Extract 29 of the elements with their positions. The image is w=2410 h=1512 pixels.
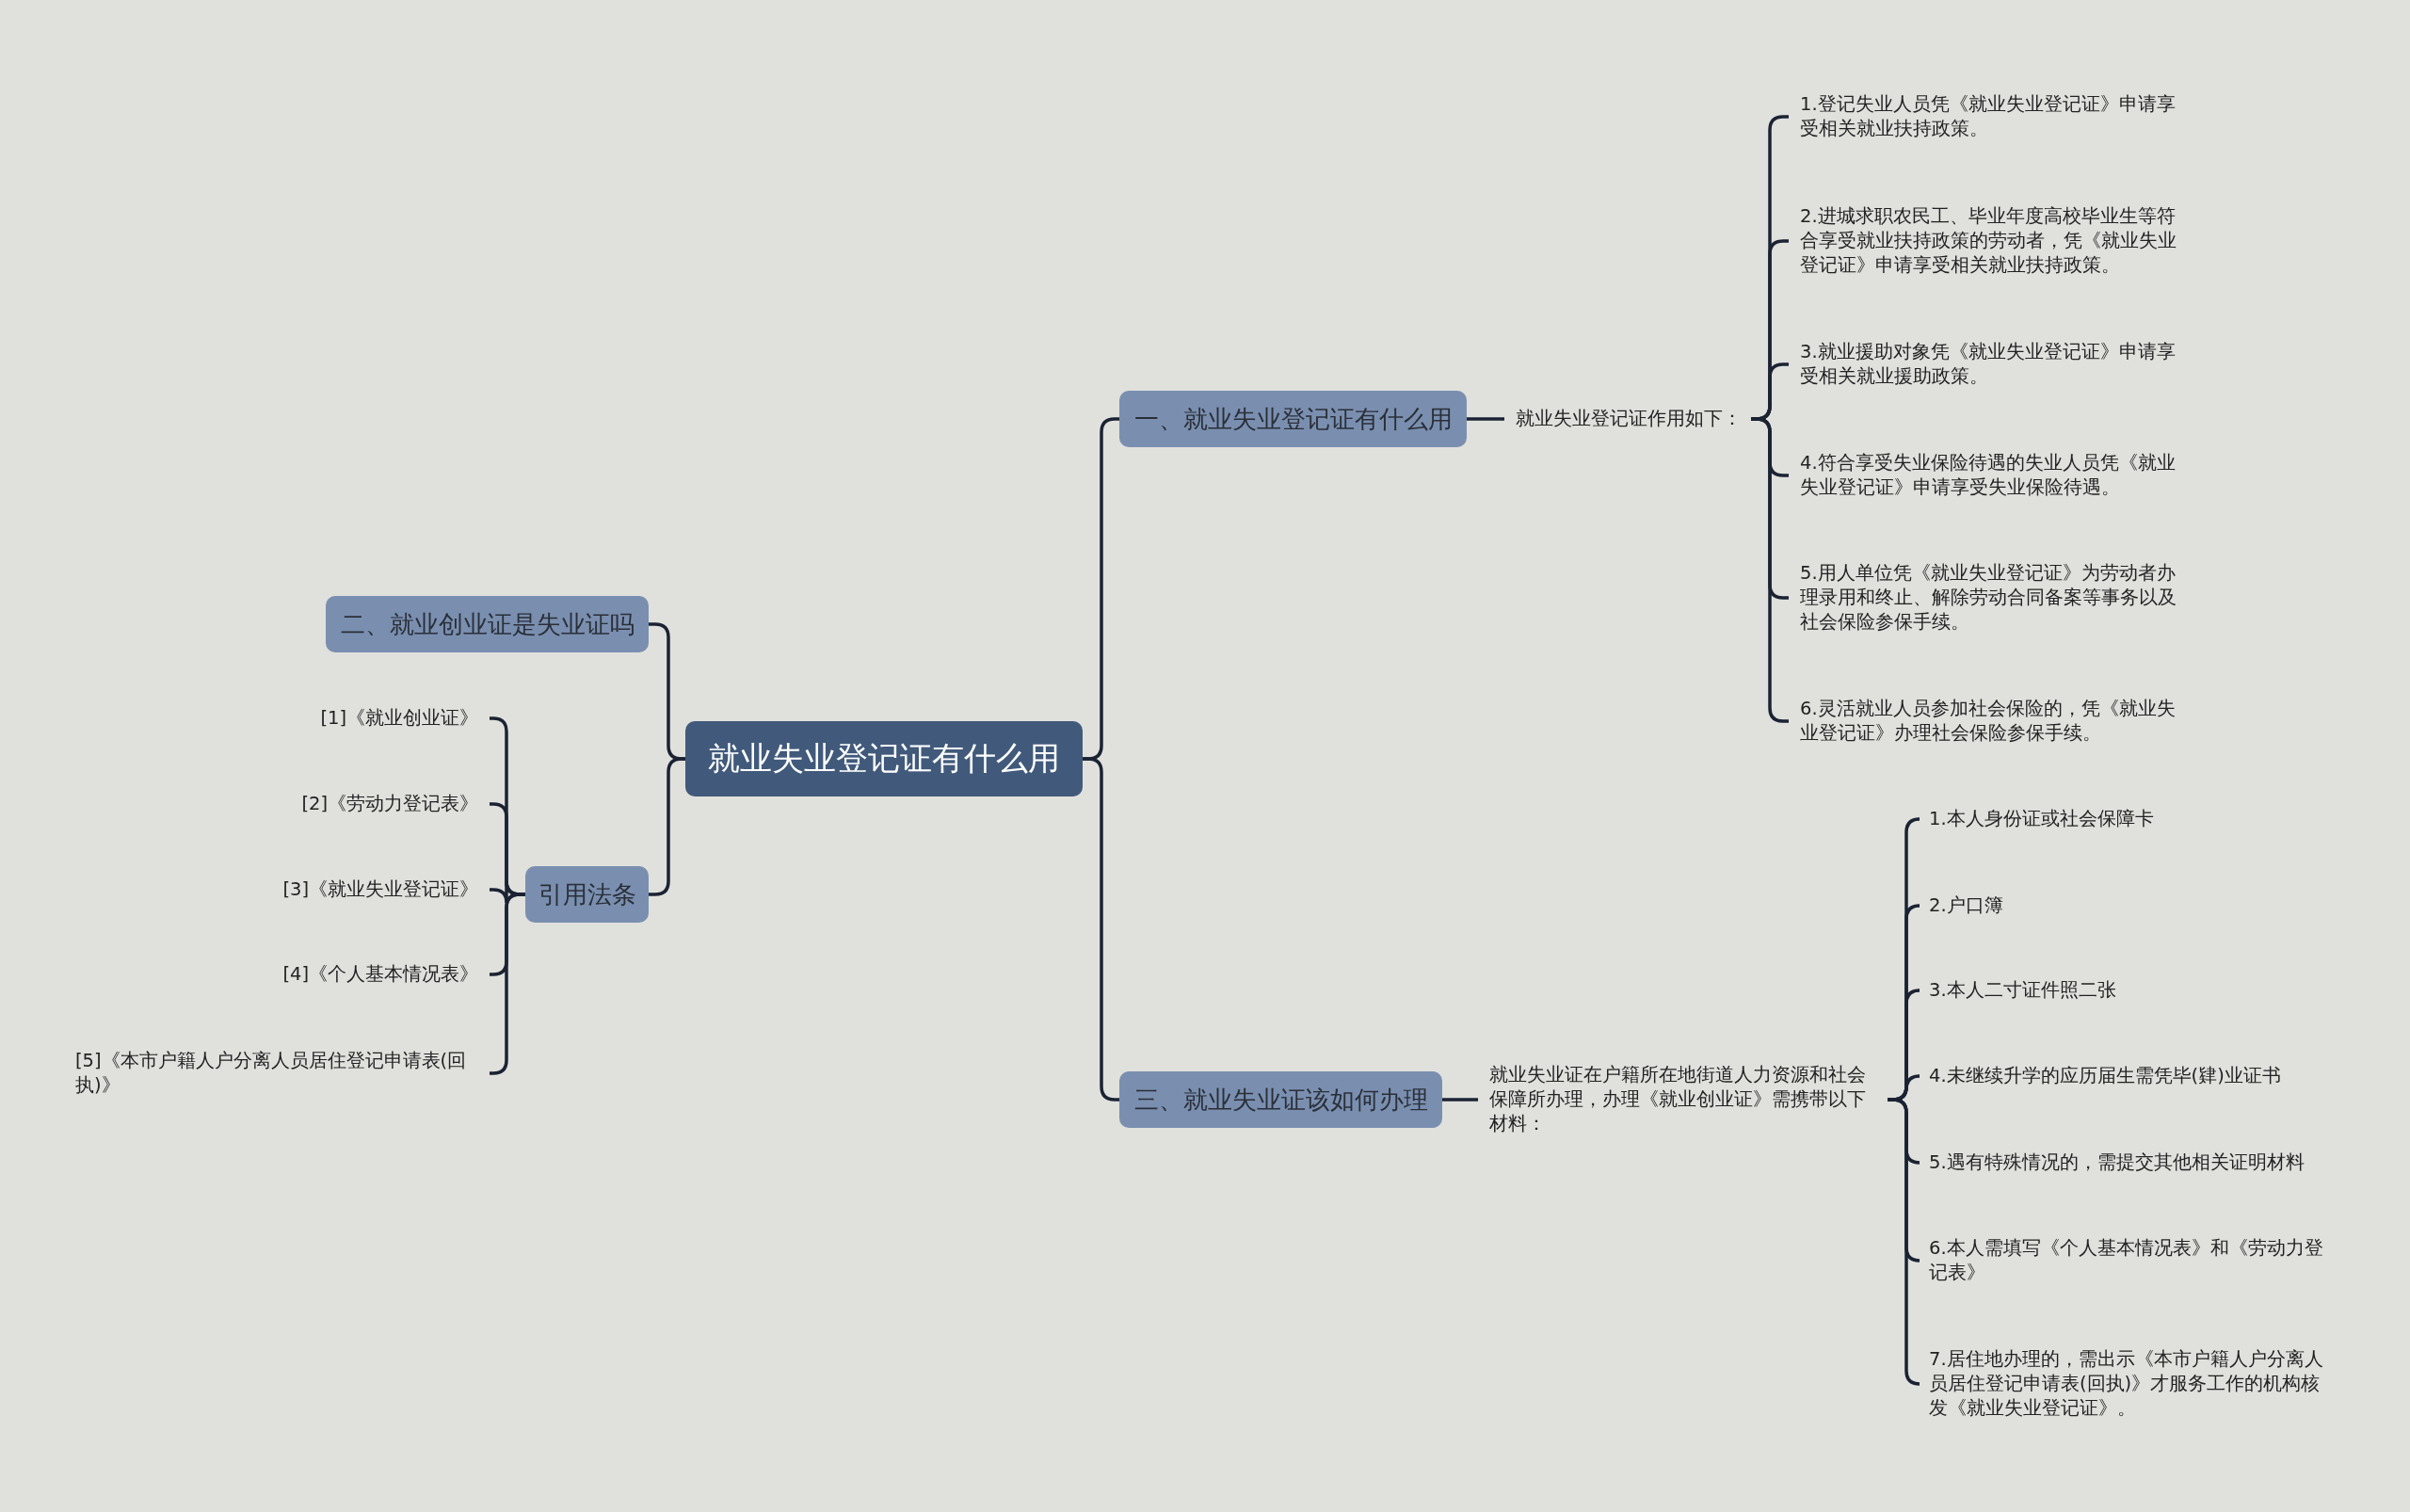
topic-box: 一、就业失业登记证有什么用 <box>1119 391 1467 447</box>
topic-box: 二、就业创业证是失业证吗 <box>326 596 649 652</box>
topic-text: 2.户口簿 <box>1918 893 2013 918</box>
connector <box>1467 417 1504 421</box>
connector <box>1888 1098 1921 1386</box>
topic-text: [3]《就业失业登记证》 <box>282 877 490 902</box>
topic-text: 1.登记失业人员凭《就业失业登记证》申请享受相关就业扶持政策。 <box>1789 92 2203 141</box>
topic-text: [4]《个人基本情况表》 <box>282 962 490 987</box>
topic-text: 1.本人身份证或社会保障卡 <box>1918 807 2163 831</box>
topic-box: 引用法条 <box>525 866 649 923</box>
topic-box: 三、就业失业证该如何办理 <box>1119 1071 1442 1128</box>
topic-text: 就业失业证在户籍所在地街道人力资源和社会保障所办理，办理《就业创业证》需携带以下材料： <box>1478 1063 1888 1136</box>
topic-text: 3.本人二寸证件照二张 <box>1918 978 2126 1003</box>
topic-text: 4.符合享受失业保险待遇的失业人员凭《就业失业登记证》申请享受失业保险待遇。 <box>1789 451 2203 500</box>
topic-text: 6.本人需填写《个人基本情况表》和《劳动力登记表》 <box>1918 1236 2341 1285</box>
topic-text: 6.灵活就业人员参加社会保险的，凭《就业失业登记证》办理社会保险参保手续。 <box>1789 697 2203 746</box>
central-topic-box: 就业失业登记证有什么用 <box>685 721 1083 796</box>
topic-text: 3.就业援助对象凭《就业失业登记证》申请享受相关就业援助政策。 <box>1789 340 2203 389</box>
topic-text: 就业失业登记证作用如下： <box>1504 407 1751 431</box>
topic-text: 4.未继续升学的应历届生需凭毕(肄)业证书 <box>1918 1064 2290 1088</box>
topic-text: 2.进城求职农民工、毕业年度高校毕业生等符合享受就业扶持政策的劳动者，凭《就业失业登记证》申请享受相关就业扶持政策。 <box>1789 204 2203 278</box>
topic-text: [2]《劳动力登记表》 <box>301 792 490 816</box>
topic-text: [1]《就业创业证》 <box>320 706 490 731</box>
topic-text: 5.用人单位凭《就业失业登记证》为劳动者办理录用和终止、解除劳动合同备案等事务以及社会保险参保手续。 <box>1789 561 2203 635</box>
topic-text: [5]《本市户籍人户分离人员居住登记申请表(回执)》 <box>75 1049 490 1098</box>
connector <box>649 757 685 896</box>
connector <box>1442 1098 1478 1102</box>
topic-text: 7.居住地办理的，需出示《本市户籍人户分离人员居住登记申请表(回执)》才服务工作的机构核发《就业失业登记证》。 <box>1918 1347 2341 1421</box>
topic-text: 5.遇有特殊情况的，需提交其他相关证明材料 <box>1918 1150 2314 1175</box>
